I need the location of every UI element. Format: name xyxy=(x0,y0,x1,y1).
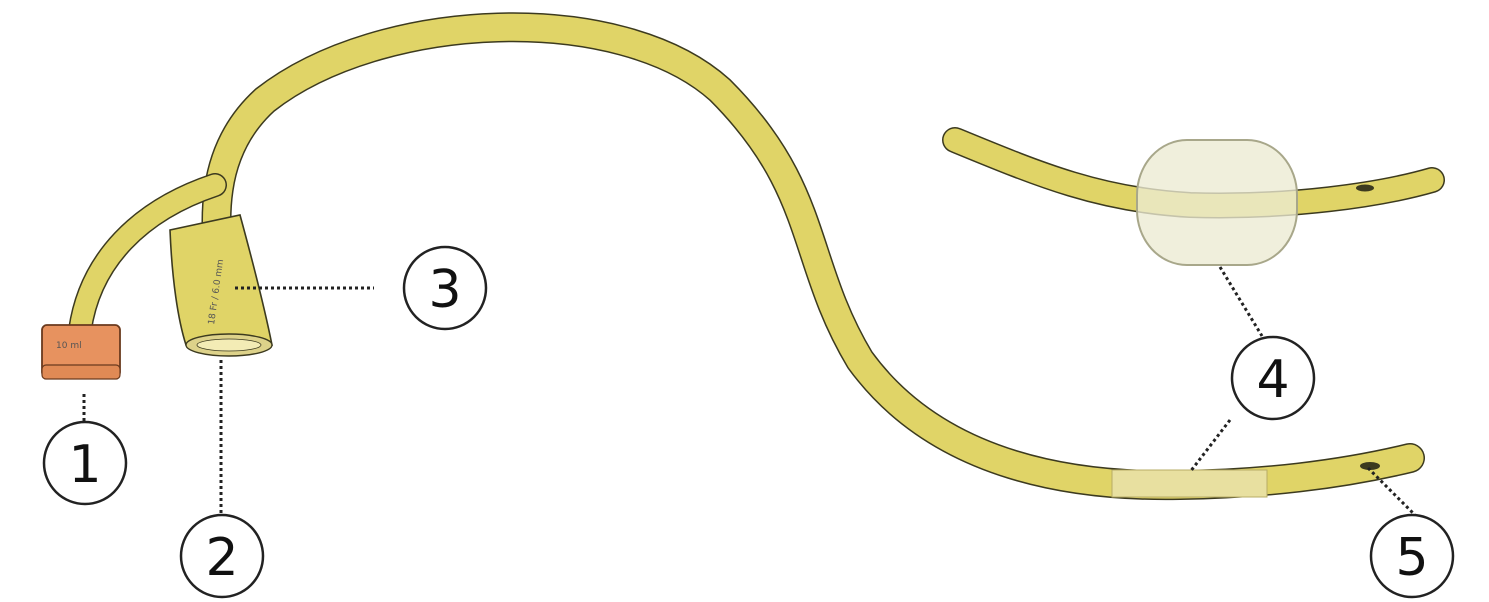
callout-3: 3 xyxy=(404,247,486,329)
svg-text:2: 2 xyxy=(205,528,238,588)
callout-5: 5 xyxy=(1371,515,1453,597)
leader-line-4-main xyxy=(1190,420,1230,472)
deflated-balloon-band xyxy=(1112,470,1267,497)
inflated-balloon xyxy=(1137,140,1297,265)
svg-text:1: 1 xyxy=(68,435,101,495)
inflated-balloon-inset xyxy=(955,140,1432,265)
callout-4: 4 xyxy=(1232,337,1314,419)
drainage-eye-inset xyxy=(1356,185,1374,192)
leader-line-4-inset xyxy=(1220,267,1262,336)
svg-text:3: 3 xyxy=(428,260,461,320)
callout-1: 1 xyxy=(44,422,126,504)
valve-marking: 10 ml xyxy=(56,341,82,351)
callout-2: 2 xyxy=(181,515,263,597)
svg-text:5: 5 xyxy=(1395,528,1428,588)
svg-text:4: 4 xyxy=(1256,350,1289,410)
